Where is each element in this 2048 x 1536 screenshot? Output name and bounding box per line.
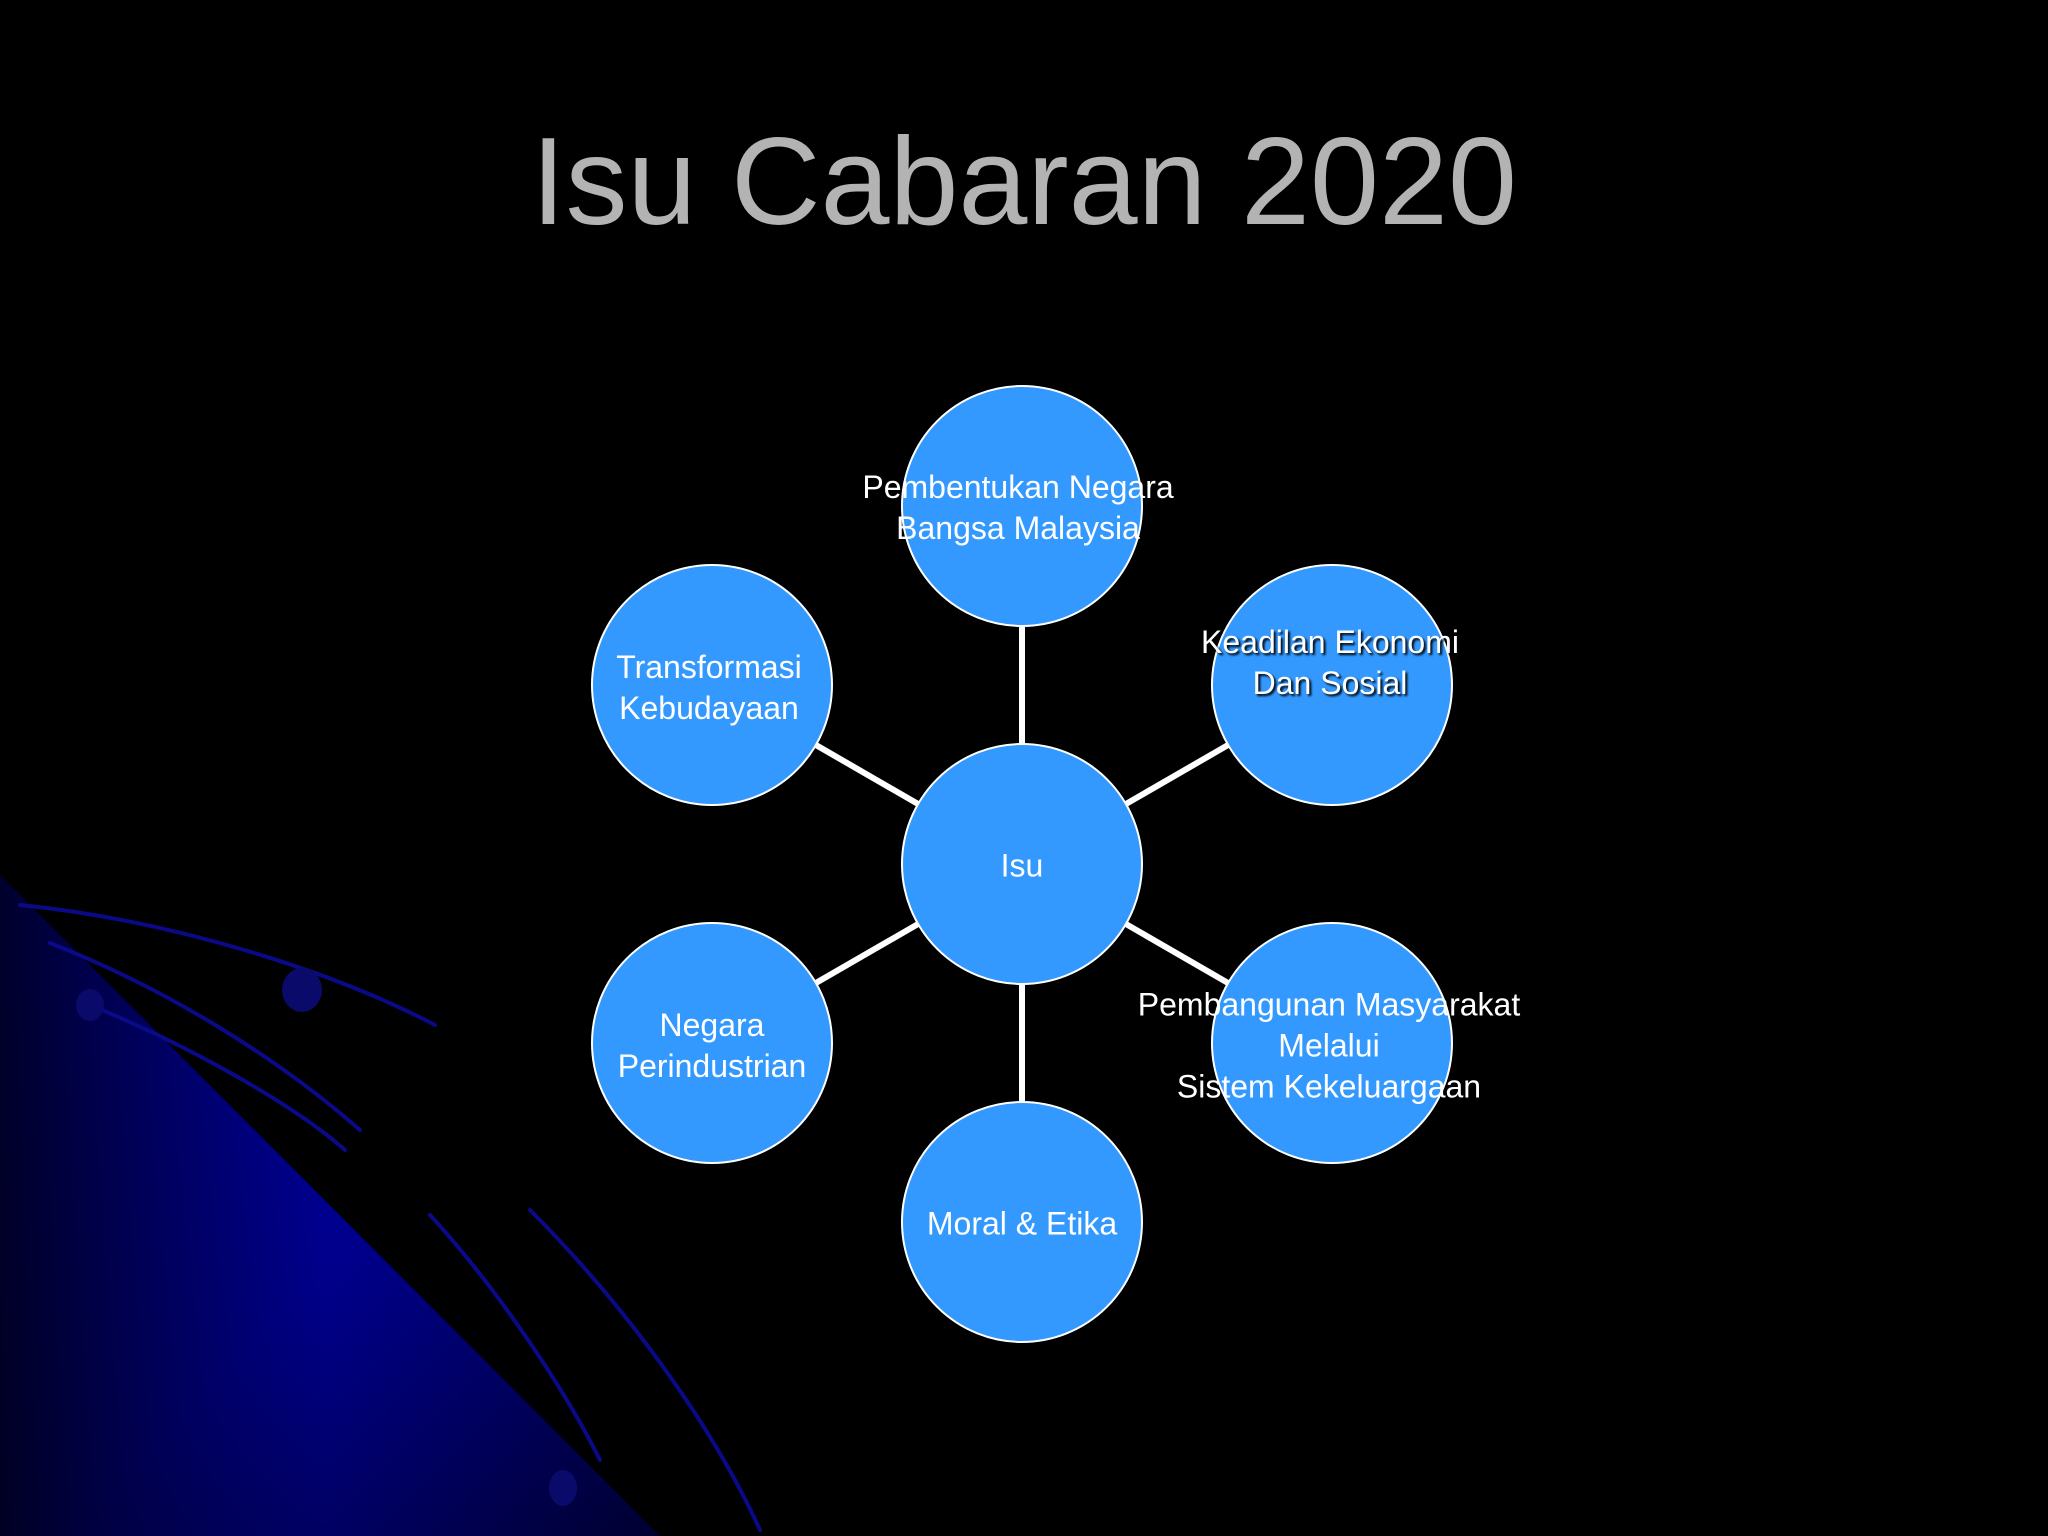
decor-dot-2 bbox=[76, 989, 104, 1021]
node-lower-right-circle bbox=[1211, 922, 1453, 1164]
node-top-label: Pembentukan Negara Bangsa Malaysia bbox=[862, 469, 1174, 546]
node-bottom-label: Moral & Etika bbox=[926, 1205, 1118, 1242]
node-upper-right-circle bbox=[1211, 564, 1453, 806]
node-lower-left-label: Negara Perindustrian bbox=[617, 1007, 807, 1084]
slide-title: Isu Cabaran 2020 bbox=[531, 113, 1517, 251]
node-lower-right-label: Pembangunan Masyarakat Melalui Sistem Ke… bbox=[1137, 986, 1521, 1105]
decor-arc-3 bbox=[88, 1003, 347, 1152]
node-center-circle bbox=[901, 743, 1143, 985]
node-upper-left-label: Transformasi Kebudayaan bbox=[616, 649, 802, 726]
node-top-circle bbox=[901, 385, 1143, 627]
node-center-label: Isu bbox=[1000, 847, 1044, 884]
decor-arc-4 bbox=[428, 1213, 602, 1462]
node-upper-left-circle bbox=[591, 564, 833, 806]
decor-dot-1 bbox=[282, 968, 322, 1012]
node-upper-right-label: Keadilan Ekonomi Dan Sosial bbox=[1201, 624, 1459, 701]
node-bottom-circle bbox=[901, 1101, 1143, 1343]
decor-arc-2 bbox=[48, 941, 362, 1132]
decor-arc-1 bbox=[18, 903, 437, 1027]
node-lower-left-circle bbox=[591, 922, 833, 1164]
decor-arc-5 bbox=[528, 1208, 762, 1532]
decor-dot-3 bbox=[549, 1470, 577, 1506]
